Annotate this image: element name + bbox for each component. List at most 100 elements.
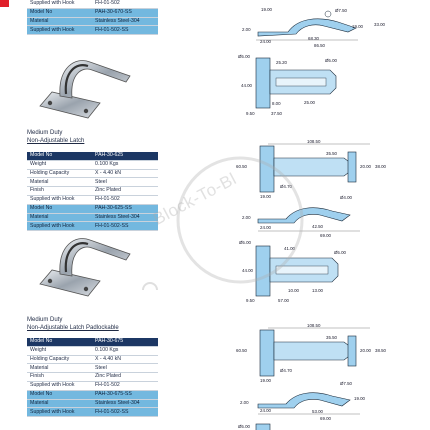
dim-label: 19.00 — [354, 396, 366, 401]
dim-label: 44.00 — [241, 83, 253, 88]
dim-label: Ø7.50 — [335, 8, 348, 13]
dim-label: 24.00 — [260, 408, 272, 413]
section-title: Medium Duty — [27, 317, 63, 323]
dim-label: 69.00 — [320, 416, 332, 421]
dim-label: 9.50 — [246, 111, 255, 116]
spec-value: FH-01-502 — [92, 0, 158, 9]
technical-drawing-3-top: Ø5.00 — [238, 423, 271, 430]
dim-label: 8.00 — [272, 101, 281, 106]
dim-label: 2.00 — [242, 27, 251, 32]
dim-label: 68.30 — [308, 36, 320, 41]
spec-value: PAH-30-675-SS — [92, 390, 158, 400]
spec-value: Stainless Steel-304 — [92, 17, 158, 27]
dim-label: 24.00 — [260, 39, 272, 44]
technical-drawing-2-front: 108.50 60.50 35.50 20.00 38.00 Ø4.70 19.… — [236, 139, 387, 199]
technical-drawing-1-top: Ø5.00 25.20 Ø5.00 44.00 8.00 9.50 37.50 … — [238, 54, 338, 116]
spec-value: FH-01-502-SS — [92, 407, 158, 418]
dim-label: 25.20 — [276, 60, 288, 65]
spec-key: Weight — [27, 346, 92, 356]
dim-label: 35.50 — [326, 151, 338, 156]
dim-label: 24.00 — [260, 225, 272, 230]
spec-key: Supplied with Hook — [27, 25, 92, 36]
spec-key: Model No — [27, 152, 92, 161]
spec-key: Supplied with Hook — [27, 407, 92, 418]
dim-label: 13.00 — [312, 288, 324, 293]
dim-label: Ø5.00 — [238, 54, 251, 59]
spec-key: Material — [27, 213, 92, 223]
spec-value: FH-01-502 — [92, 195, 158, 205]
spec-key: Holding Capacity — [27, 355, 92, 365]
dim-label: 2.00 — [242, 215, 251, 220]
spec-key: Supplied with Hook — [27, 381, 92, 391]
dim-label: 60.50 — [236, 164, 248, 169]
spec-value: Zinc Plated — [92, 372, 158, 382]
dim-label: 57.00 — [278, 298, 290, 303]
spec-key: Model No — [27, 390, 92, 400]
spec-value: Steel — [92, 363, 158, 374]
technical-drawing-3-side: Ø7.50 2.00 24.00 53.00 69.00 19.00 — [240, 381, 366, 421]
spec-value: Steel — [92, 177, 158, 188]
dim-label: 25.00 — [304, 100, 316, 105]
dim-label: 60.50 — [236, 348, 248, 353]
dim-label: Ø7.50 — [340, 381, 353, 386]
dim-label: 38.50 — [375, 348, 387, 353]
technical-drawing-3-front: 108.50 60.50 35.50 20.00 38.50 Ø4.70 19.… — [236, 323, 387, 383]
spec-value: 0.100 Kgs — [92, 160, 158, 170]
spec-value: X - 4.40 kN — [92, 355, 158, 365]
dim-label: 108.50 — [307, 323, 321, 328]
section-subtitle: Non-Adjustable Latch Padlockable — [27, 325, 119, 331]
dim-label: 53.00 — [312, 409, 324, 414]
spec-key: Model No — [27, 204, 92, 214]
spec-key: Holding Capacity — [27, 169, 92, 179]
dim-label: 38.00 — [375, 164, 387, 169]
dim-label: 42.50 — [312, 224, 324, 229]
spec-value: Stainless Steel-304 — [92, 399, 158, 409]
dim-label: Ø4.70 — [280, 368, 293, 373]
dim-label: 69.00 — [320, 233, 332, 238]
technical-drawing-2-side: Ø4.00 2.00 24.00 42.50 69.00 — [242, 195, 360, 238]
spec-value: 0.100 Kgs — [92, 346, 158, 356]
spec-key: Model No — [27, 338, 92, 347]
dim-label: 33.00 — [374, 22, 386, 27]
spec-value: FH-01-502-SS — [92, 221, 158, 232]
dim-label: 10.00 — [288, 288, 300, 293]
latch-photo-1 — [39, 60, 131, 119]
dim-label: 37.50 — [271, 111, 283, 116]
spec-value: PAH-30-675 — [92, 338, 158, 347]
dim-label: 44.00 — [242, 268, 254, 273]
section-subtitle: Non-Adjustable Latch — [27, 138, 85, 144]
latch-photo-2 — [39, 238, 131, 297]
dim-label: 35.50 — [326, 335, 338, 340]
dim-label: Ø5.00 — [238, 424, 251, 429]
spec-key: Supplied with Hook — [27, 195, 92, 205]
spec-key: Finish — [27, 186, 92, 196]
spec-key: Material — [27, 363, 92, 374]
dim-label: 19.00 — [260, 194, 272, 199]
dim-label: 19.00 — [352, 24, 364, 29]
dim-label: Ø5.00 — [239, 240, 252, 245]
watermark-logo — [142, 156, 304, 290]
dim-label: 86.50 — [314, 43, 326, 48]
spec-value: X - 4.40 kN — [92, 169, 158, 179]
spec-key: Finish — [27, 372, 92, 382]
spec-key: Supplied with Hook — [27, 0, 92, 9]
dim-label: 108.50 — [307, 139, 321, 144]
